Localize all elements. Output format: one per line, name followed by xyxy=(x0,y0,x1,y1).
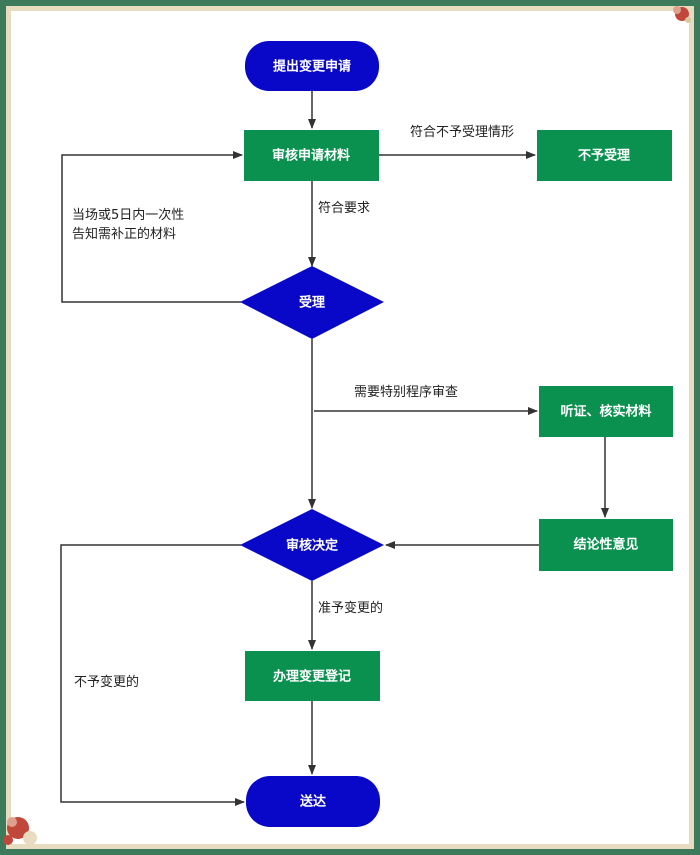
node-deliver-label: 送达 xyxy=(299,794,326,810)
label-meets: 符合要求 xyxy=(318,200,370,216)
node-hearing-label: 听证、核实材料 xyxy=(560,404,651,420)
label-supplement-line2: 告知需补正的材料 xyxy=(72,226,176,242)
node-register-label: 办理变更登记 xyxy=(273,669,351,685)
node-hearing: 听证、核实材料 xyxy=(539,386,673,437)
node-opinion: 结论性意见 xyxy=(539,519,673,571)
node-accept: 受理 xyxy=(240,266,384,339)
edge-decide-deliver-deny xyxy=(60,544,245,806)
label-approve: 准予变更的 xyxy=(318,600,383,616)
label-supplement-line1: 当场或5日内一次性 xyxy=(72,207,184,223)
node-submit-label: 提出变更申请 xyxy=(273,59,351,75)
label-not-accepted: 符合不予受理情形 xyxy=(410,124,514,140)
label-special: 需要特别程序审查 xyxy=(354,385,458,400)
node-register: 办理变更登记 xyxy=(245,651,380,701)
edges xyxy=(60,91,609,806)
node-reject-label: 不予受理 xyxy=(578,148,630,164)
node-decide-label: 审核决定 xyxy=(286,538,338,554)
node-opinion-label: 结论性意见 xyxy=(573,537,638,553)
node-accept-label: 受理 xyxy=(299,295,325,311)
node-review: 审核申请材料 xyxy=(244,130,379,181)
node-submit: 提出变更申请 xyxy=(245,41,379,91)
corner-flower-top-right xyxy=(673,6,691,23)
node-review-label: 审核申请材料 xyxy=(272,148,350,164)
node-decide: 审核决定 xyxy=(240,509,384,581)
corner-flower-bottom-left xyxy=(3,817,37,845)
edge-accept-review-loop xyxy=(61,151,243,303)
node-deliver: 送达 xyxy=(246,776,380,827)
node-reject: 不予受理 xyxy=(537,130,672,181)
label-deny: 不予变更的 xyxy=(74,674,139,690)
